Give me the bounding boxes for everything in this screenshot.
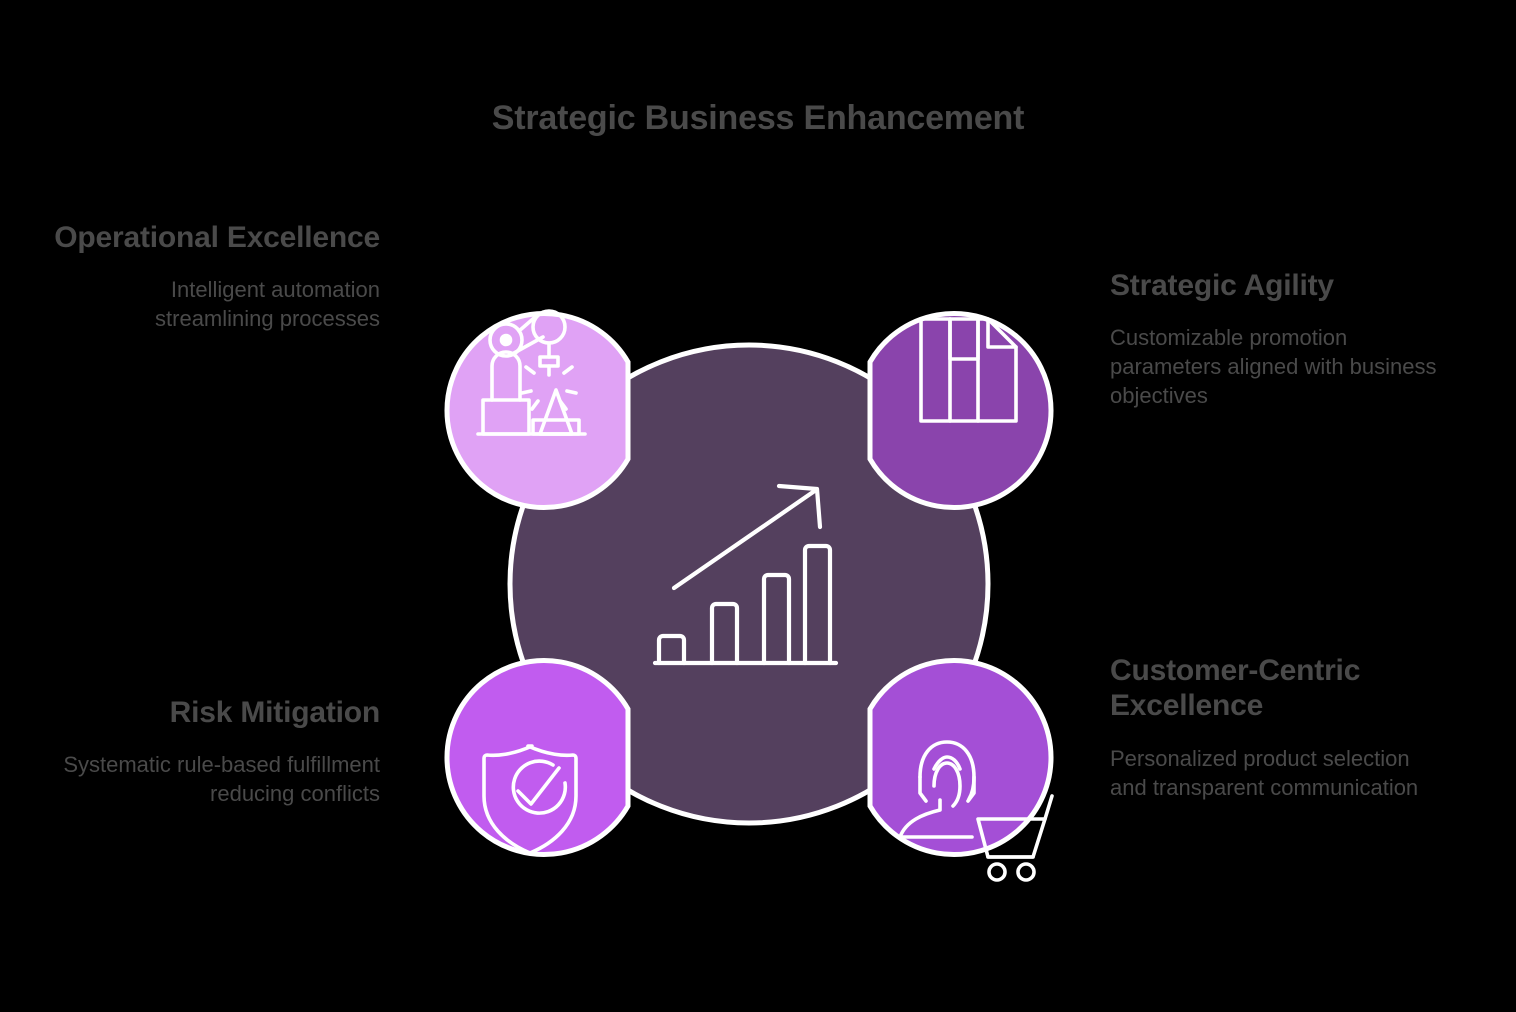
center-hub-circle	[507, 342, 991, 826]
node-label-strategic-agility: Strategic Agility Customizable promotion…	[1110, 268, 1440, 410]
robotic-arm-welding-icon	[476, 309, 587, 436]
node-body-operational-excellence: Intelligent automation streamlining proc…	[155, 277, 380, 332]
node-operational-excellence[interactable]	[444, 309, 631, 510]
node-label-operational-excellence: Operational Excellence Intelligent autom…	[50, 220, 380, 333]
node-customer-centric-excellence[interactable]	[867, 658, 1054, 882]
node-title-risk-mitigation: Risk Mitigation	[169, 696, 381, 729]
page-title: Strategic Business Enhancement	[491, 99, 1025, 137]
node-shape-operational-excellence[interactable]	[444, 311, 631, 510]
node-title-strategic-agility: Strategic Agility	[1110, 269, 1334, 302]
node-body-customer-centric-excellence: Personalized product selection and trans…	[1110, 745, 1419, 800]
node-shape-customer-centric-excellence[interactable]	[867, 658, 1054, 857]
adjustable-bars-flag-icon	[919, 317, 1018, 423]
center-hub	[507, 342, 991, 826]
node-body-risk-mitigation: Systematic rule-based fulfillment reduci…	[63, 752, 380, 807]
node-shape-strategic-agility[interactable]	[867, 311, 1054, 510]
node-strategic-agility[interactable]	[867, 311, 1054, 510]
node-risk-mitigation[interactable]	[444, 658, 631, 857]
node-shape-risk-mitigation[interactable]	[444, 658, 631, 857]
node-body-strategic-agility: Customizable promotion parameters aligne…	[1110, 325, 1437, 409]
growth-bar-chart-arrow-icon	[652, 483, 839, 666]
node-title-operational-excellence: Operational Excellence	[54, 221, 380, 254]
shield-check-icon	[482, 744, 578, 855]
node-label-risk-mitigation: Risk Mitigation Systematic rule-based fu…	[50, 695, 380, 808]
node-title-customer-centric-excellence: Customer-Centric Excellence	[1110, 654, 1361, 723]
node-label-customer-centric-excellence: Customer-Centric Excellence Personalized…	[1110, 653, 1440, 802]
customer-shopping-cart-icon	[898, 740, 1054, 882]
